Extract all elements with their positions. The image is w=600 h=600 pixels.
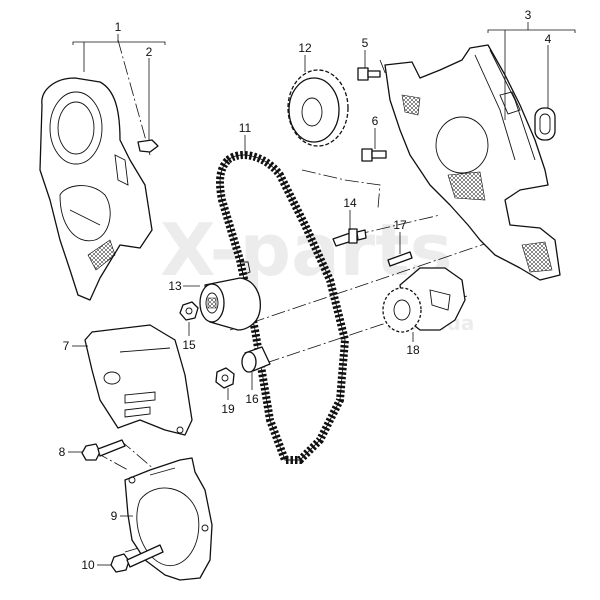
callout-10: 10 (81, 558, 95, 572)
callout-17: 17 (393, 218, 407, 232)
callout-6: 6 (372, 114, 379, 128)
part-15-nut (179, 301, 199, 321)
callout-18: 18 (406, 343, 420, 357)
callout-7: 7 (63, 339, 70, 353)
part-6-bolt (361, 148, 387, 162)
part-7-engine-bracket (84, 324, 193, 436)
part-8-bolt (81, 439, 126, 461)
part-12-camshaft-sprocket (287, 69, 349, 147)
callout-12: 12 (298, 41, 312, 55)
part-19-nut (215, 367, 235, 389)
part-13-tensioner-roller (199, 261, 261, 331)
part-11-toothed-belt (216, 151, 350, 464)
part-14-stud (332, 228, 367, 247)
part-3-rear-belt-guard (384, 44, 561, 281)
part-10-bolt (110, 544, 164, 573)
callout-3: 3 (525, 8, 532, 22)
callout-labels: 1 2 3 4 5 6 7 8 9 10 11 12 13 14 15 16 1… (59, 8, 552, 572)
part-5-bolt (357, 67, 381, 81)
part-16-idler-roller (241, 346, 271, 373)
callout-5: 5 (362, 36, 369, 50)
callout-11: 11 (239, 121, 252, 135)
callout-13: 13 (168, 279, 182, 293)
callout-2: 2 (146, 45, 153, 59)
callout-19: 19 (221, 402, 235, 416)
callout-16: 16 (245, 392, 259, 406)
part-2-clip (137, 139, 159, 153)
callout-15: 15 (182, 338, 196, 352)
callout-4: 4 (545, 32, 552, 46)
callout-9: 9 (111, 509, 118, 523)
part-18-water-pump (382, 267, 466, 333)
leader-lines (68, 22, 576, 566)
callout-1: 1 (115, 20, 122, 34)
part-1-upper-belt-cover (39, 77, 153, 301)
callout-14: 14 (343, 196, 357, 210)
part-17-stud (387, 251, 413, 267)
part-4-grommet (534, 107, 556, 141)
callout-8: 8 (59, 445, 66, 459)
part-9-lower-belt-cover (124, 457, 213, 581)
